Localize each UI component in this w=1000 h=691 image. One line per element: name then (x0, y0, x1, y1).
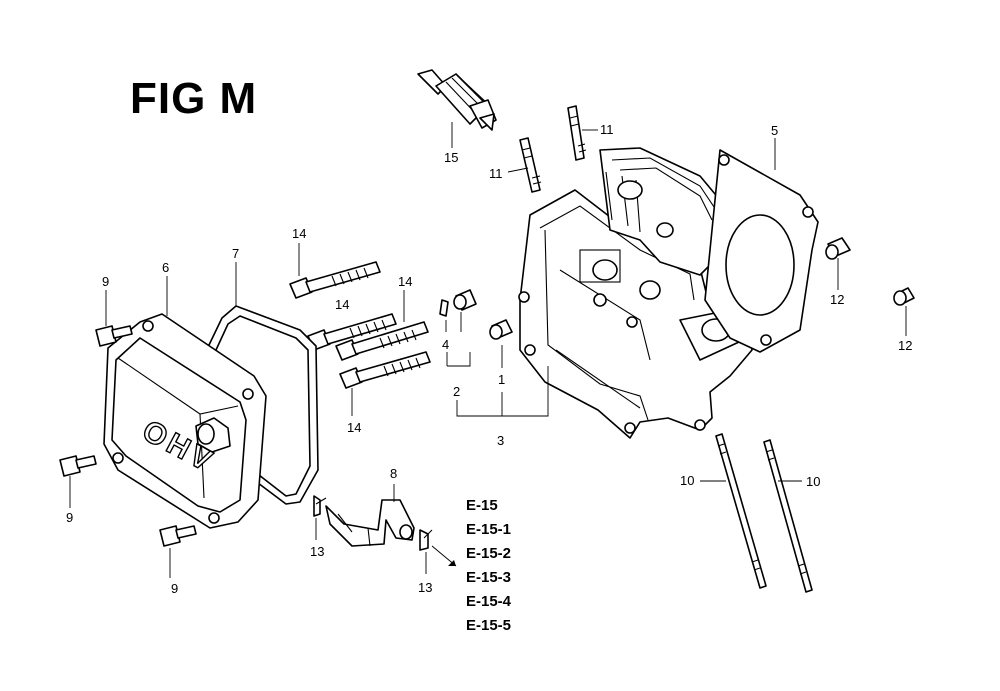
callout-3: 3 (497, 433, 504, 448)
callout-10-left: 10 (680, 473, 694, 488)
callout-14-mid: 14 (335, 297, 349, 312)
callout-6: 6 (162, 260, 169, 275)
callout-10-right: 10 (806, 474, 820, 489)
cover-bolt-upper[interactable] (95, 325, 133, 347)
spark-plug[interactable] (417, 69, 497, 131)
flange-bolt-d[interactable] (339, 351, 431, 389)
dowel-pin-gasket[interactable] (825, 237, 851, 260)
cylinder-head[interactable] (518, 147, 753, 439)
callout-14-top: 14 (292, 226, 306, 241)
reference-item[interactable]: E-15 (466, 497, 498, 514)
callout-9-upper: 9 (102, 274, 109, 289)
arrow-icon (448, 560, 456, 566)
reference-item[interactable]: E-15-1 (466, 521, 512, 538)
tube-clip-left[interactable] (313, 495, 327, 517)
valve-clip[interactable] (439, 299, 449, 317)
reference-item[interactable]: E-15-2 (466, 545, 512, 562)
breather-tube[interactable] (325, 499, 415, 547)
tube-clip-right[interactable] (419, 529, 433, 551)
push-rod-left[interactable] (715, 433, 767, 589)
callout-13-right: 13 (418, 580, 432, 595)
flange-bolt-a[interactable] (289, 261, 381, 299)
reference-item[interactable]: E-15-4 (466, 593, 512, 610)
callout-7: 7 (232, 246, 239, 261)
valve-stem-seal[interactable] (453, 289, 477, 311)
callout-11-upper: 11 (600, 122, 614, 137)
callout-15: 15 (444, 150, 458, 165)
cylinder-head-gasket[interactable] (704, 149, 819, 353)
callout-9-left: 9 (66, 510, 73, 525)
flange-bolt-c[interactable] (335, 321, 429, 361)
callout-12-upper: 12 (830, 292, 844, 307)
callout-1: 1 (498, 372, 505, 387)
figure-title: FIG M (130, 74, 258, 123)
callout-9-lower: 9 (171, 581, 178, 596)
push-rod-right[interactable] (763, 439, 813, 593)
callout-13-left: 13 (310, 544, 324, 559)
cover-bolt-lower[interactable] (159, 525, 197, 547)
valve-guide[interactable] (489, 319, 513, 340)
callout-14-right: 14 (398, 274, 412, 289)
stud-bolt-lower[interactable] (519, 137, 542, 193)
callout-11-lower: 11 (489, 166, 503, 181)
stud-bolt-upper[interactable] (567, 105, 587, 161)
callout-8: 8 (390, 466, 397, 481)
dowel-pin-right[interactable] (893, 287, 915, 306)
callout-5: 5 (771, 123, 778, 138)
callout-4: 4 (442, 337, 449, 352)
reference-item[interactable]: E-15-5 (466, 617, 512, 634)
callout-2: 2 (453, 384, 460, 399)
cover-bolt-left[interactable] (59, 455, 97, 477)
reference-list: E-15 E-15-1 E-15-2 E-15-3 E-15-4 E-15-5 (466, 494, 511, 638)
reference-item[interactable]: E-15-3 (466, 569, 512, 586)
callout-12-lower: 12 (898, 338, 912, 353)
cylinder-head-cover[interactable] (103, 313, 267, 529)
callout-14-bottom: 14 (347, 420, 361, 435)
